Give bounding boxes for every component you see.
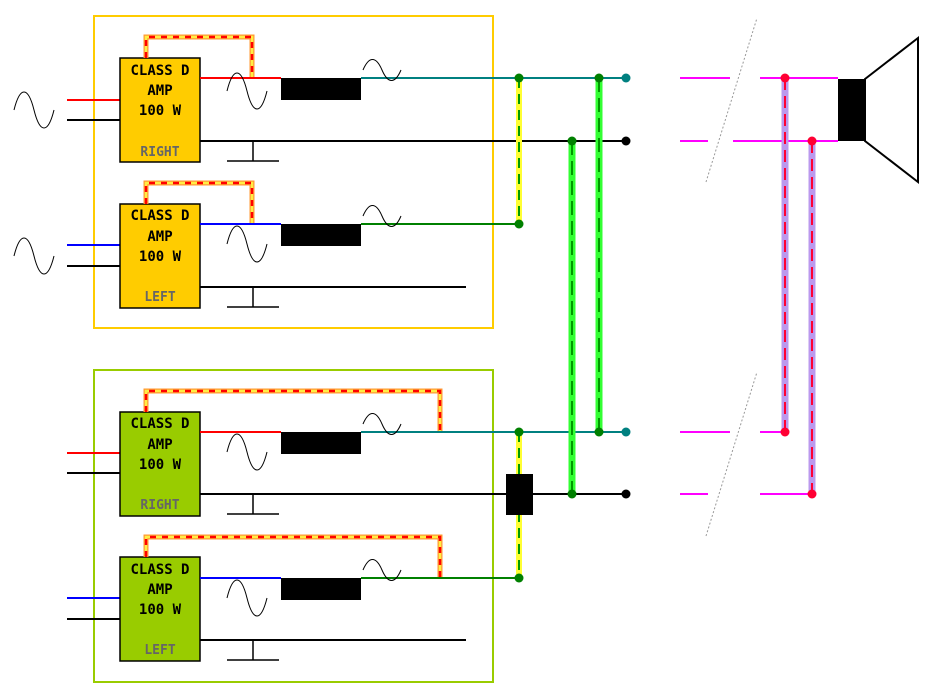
ground-symbol-icon: [226, 639, 280, 661]
sine-wave-icon: [226, 579, 268, 617]
amp-label-line2: AMP: [147, 83, 172, 99]
amp-label-line3: 100 W: [139, 249, 182, 265]
amp-unit-a-left: CLASS D AMP 100 W LEFT: [13, 180, 520, 309]
sine-wave-icon: [13, 91, 55, 129]
bridge-link-b: [506, 432, 533, 578]
amp-module: [119, 411, 201, 517]
speaker-cable-breaks: [705, 17, 758, 537]
speaker-parallel-links: [780, 73, 817, 499]
amp-label-line2: AMP: [147, 229, 172, 245]
link-connector-block: [506, 474, 533, 515]
amp-label-line1: CLASS D: [130, 208, 189, 224]
amp-unit-b-right: CLASS D AMP 100 W RIGHT: [67, 388, 626, 517]
amp-enclosure-a: [93, 15, 494, 329]
sine-wave-icon: [226, 433, 268, 471]
amp-label-line1: CLASS D: [130, 63, 189, 79]
speaker-wires: [680, 77, 838, 495]
sine-wave-icon: [13, 237, 55, 275]
output-filter-block: [281, 432, 361, 454]
junction-dots: [514, 73, 631, 583]
ground-symbol-icon: [226, 493, 280, 515]
output-filter-block: [281, 224, 361, 246]
sine-wave-icon: [226, 225, 268, 263]
amp-label-line3: 100 W: [139, 602, 182, 618]
ground-symbol-icon: [226, 286, 280, 308]
amp-channel-label: RIGHT: [140, 145, 179, 160]
amp-label-line2: AMP: [147, 437, 172, 453]
amp-channel-label: LEFT: [144, 290, 175, 305]
amp-unit-b-left: CLASS D AMP 100 W LEFT: [67, 534, 520, 662]
amp-module: [119, 556, 201, 662]
amp-label-line3: 100 W: [139, 103, 182, 119]
amp-channel-label: LEFT: [144, 643, 175, 658]
output-filter-block: [281, 578, 361, 600]
ground-symbol-icon: [226, 140, 280, 162]
amp-label-line1: CLASS D: [130, 562, 189, 578]
amp-channel-label: RIGHT: [140, 498, 179, 513]
amp-enclosure-b: [93, 369, 494, 683]
amp-label-line1: CLASS D: [130, 416, 189, 432]
amp-module: [119, 203, 201, 309]
amp-unit-a-right: CLASS D AMP 100 W RIGHT: [13, 34, 626, 163]
amp-module: [119, 57, 201, 163]
amp-label-line3: 100 W: [139, 457, 182, 473]
amp-label-line2: AMP: [147, 582, 172, 598]
loudspeaker-icon: [838, 35, 919, 185]
output-filter-block: [281, 78, 361, 100]
